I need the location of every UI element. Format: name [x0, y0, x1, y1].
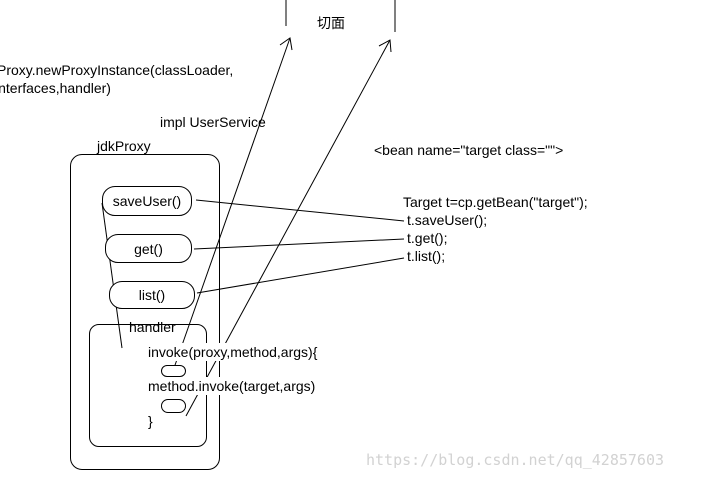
bean-xml: <bean name="target class=""> — [374, 142, 564, 158]
after-advice-slot — [161, 399, 186, 413]
client-line4: t.list(); — [407, 248, 446, 264]
jdkproxy-box — [70, 154, 220, 470]
client-line3: t.get(); — [407, 230, 448, 246]
client-line1: Target t=cp.getBean("target"); — [403, 194, 588, 210]
impl-label: impl UserService — [160, 114, 266, 130]
method-list: list() — [109, 281, 195, 309]
watermark: https://blog.csdn.net/qq_42857603 — [366, 451, 665, 469]
invoke-line2: method.invoke(target,args) — [148, 377, 316, 395]
proxy-call-line1: Proxy.newProxyInstance(classLoader, — [0, 62, 234, 78]
invoke-line1: invoke(proxy,method,args){ — [148, 343, 318, 361]
proxy-call-line2: interfaces,handler) — [0, 80, 111, 96]
method-get: get() — [105, 234, 192, 263]
before-advice-slot — [161, 365, 186, 377]
method-saveuser: saveUser() — [102, 186, 192, 216]
aspect-label: 切面 — [317, 15, 345, 31]
handler-label: handler — [129, 319, 176, 335]
invoke-close: } — [148, 413, 153, 429]
jdkproxy-label: jdkProxy — [97, 138, 151, 154]
client-line2: t.saveUser(); — [407, 212, 488, 228]
